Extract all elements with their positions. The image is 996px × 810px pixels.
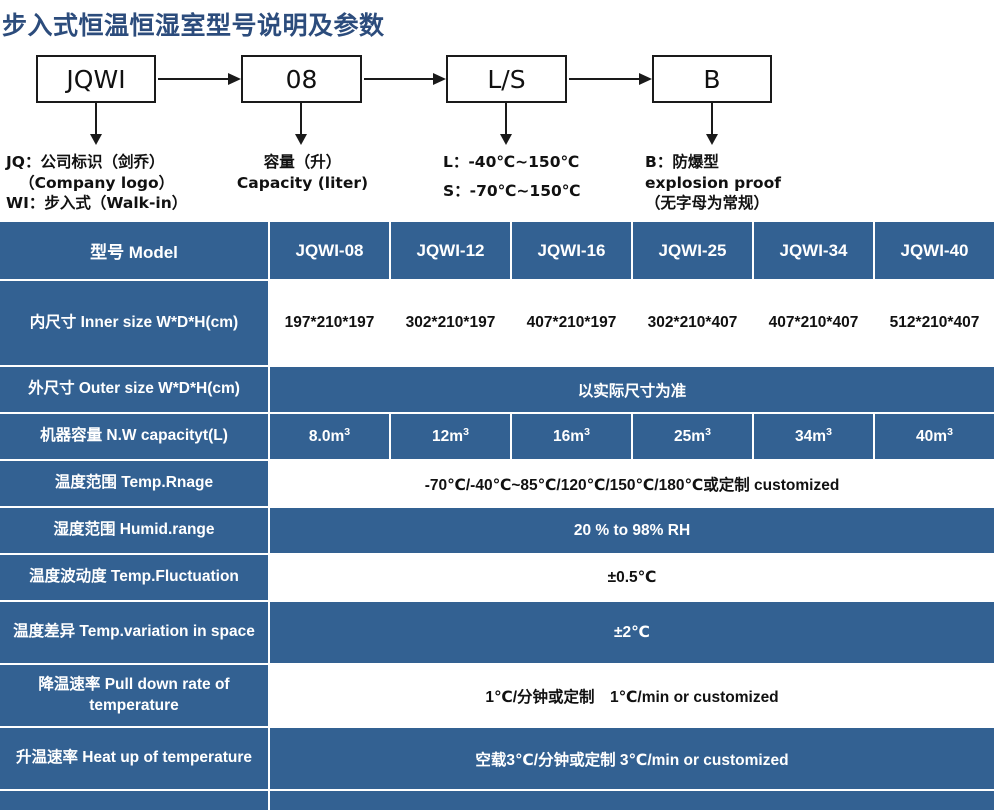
row-label: 温度差异 Temp.variation in space xyxy=(0,602,270,665)
caption-temp-type: L：-40℃~150℃ S：-70℃~150℃ xyxy=(443,152,581,201)
row-value-merged: 20 % to 98% RH xyxy=(270,508,996,555)
row-value-merged: ±0.5℃ xyxy=(270,555,996,602)
code-box-temp-type: L/S xyxy=(446,55,567,103)
caption-explosion: B：防爆型 explosion proof （无字母为常规） xyxy=(645,152,781,214)
table-row: 温度范围 Temp.Rnage-70℃/-40℃~85℃/120℃/150℃/1… xyxy=(0,461,996,508)
caption-explosion-line-2: explosion proof xyxy=(645,173,781,192)
superscript-3: 3 xyxy=(947,426,953,439)
code-box-explosion: B xyxy=(652,55,772,103)
arrow-right-1 xyxy=(158,73,241,85)
model-code-diagram: JQWI 08 L/S B JQ：公司标识（剑乔） （Company logo）… xyxy=(0,46,996,220)
code-box-explosion-label: B xyxy=(703,64,721,94)
row-value-cell: 302*210*197 xyxy=(391,281,512,367)
row-value-cell: 40m3 xyxy=(875,414,996,461)
table-row: 外尺寸 Outer size W*D*H(cm)以实际尺寸为准 xyxy=(0,367,996,414)
code-box-capacity-label: 08 xyxy=(285,64,318,94)
header-cell-model-3: JQWI-16 xyxy=(512,222,633,281)
row-value-cell: 25m3 xyxy=(633,414,754,461)
arrow-down-2 xyxy=(295,103,307,145)
arrow-down-4 xyxy=(706,103,718,145)
arrow-down-1 xyxy=(90,103,102,145)
caption-temp-type-line-2: S：-70℃~150℃ xyxy=(443,181,581,200)
row-value-cell: 16m3 xyxy=(512,414,633,461)
superscript-3: 3 xyxy=(463,426,469,439)
table-row: 温度波动度 Temp.Fluctuation±0.5℃ xyxy=(0,555,996,602)
arrow-down-3 xyxy=(500,103,512,145)
header-cell-model-2: JQWI-12 xyxy=(391,222,512,281)
caption-capacity-line-2: Capacity (liter) xyxy=(236,173,369,192)
row-label: 升温速率 Heat up of temperature xyxy=(0,728,270,791)
row-label: 温度波动度 Temp.Fluctuation xyxy=(0,555,270,602)
row-value-merged: 空载3℃/分钟或定制 3℃/min or customized xyxy=(270,728,996,791)
row-value-cell: 34m3 xyxy=(754,414,875,461)
row-label: 外尺寸 Outer size W*D*H(cm) xyxy=(0,367,270,414)
row-value-merged xyxy=(270,791,996,810)
row-value-merged: 1℃/分钟或定制 1℃/min or customized xyxy=(270,665,996,728)
caption-capacity-line-1: 容量（升） xyxy=(263,153,342,171)
arrow-right-2 xyxy=(364,73,446,85)
code-box-temp-type-label: L/S xyxy=(487,64,526,94)
code-box-capacity: 08 xyxy=(241,55,362,103)
caption-capacity: 容量（升） Capacity (liter) xyxy=(225,152,380,193)
row-label xyxy=(0,791,270,810)
arrow-right-3 xyxy=(569,73,652,85)
row-value-cell: 512*210*407 xyxy=(875,281,996,367)
superscript-3: 3 xyxy=(584,426,590,439)
code-box-jqwi: JQWI xyxy=(36,55,156,103)
header-cell-model-1: JQWI-08 xyxy=(270,222,391,281)
row-value-cell: 407*210*197 xyxy=(512,281,633,367)
row-value-merged: -70℃/-40℃~85℃/120℃/150℃/180℃或定制 customiz… xyxy=(270,461,996,508)
page-title: 步入式恒温恒湿室型号说明及参数 xyxy=(2,12,385,40)
row-label: 降温速率 Pull down rate of temperature xyxy=(0,665,270,728)
row-value-cell: 8.0m3 xyxy=(270,414,391,461)
caption-jqwi-line-2: （Company logo） xyxy=(19,173,175,192)
table-row xyxy=(0,791,996,810)
row-value-merged: 以实际尺寸为准 xyxy=(270,367,996,414)
row-label: 温度范围 Temp.Rnage xyxy=(0,461,270,508)
row-value-cell: 197*210*197 xyxy=(270,281,391,367)
row-value-merged: ±2℃ xyxy=(270,602,996,665)
row-label: 机器容量 N.W capacityt(L) xyxy=(0,414,270,461)
caption-explosion-line-1: B：防爆型 xyxy=(645,153,719,171)
header-cell-model-5: JQWI-34 xyxy=(754,222,875,281)
superscript-3: 3 xyxy=(344,426,351,439)
code-box-jqwi-label: JQWI xyxy=(66,64,126,94)
row-value-cell: 12m3 xyxy=(391,414,512,461)
caption-jqwi-line-3: WI：步入式（Walk-in） xyxy=(6,194,188,213)
header-cell-model-4: JQWI-25 xyxy=(633,222,754,281)
caption-temp-type-line-1: L：-40℃~150℃ xyxy=(443,153,580,171)
row-label: 湿度范围 Humid.range xyxy=(0,508,270,555)
superscript-3: 3 xyxy=(705,426,711,439)
header-cell-model: 型号 Model xyxy=(0,222,270,281)
superscript-3: 3 xyxy=(826,426,832,439)
caption-explosion-line-3: （无字母为常规） xyxy=(645,194,770,213)
row-label: 内尺寸 Inner size W*D*H(cm) xyxy=(0,281,270,367)
row-value-cell: 407*210*407 xyxy=(754,281,875,367)
row-value-cell: 302*210*407 xyxy=(633,281,754,367)
caption-jqwi-line-1: JQ：公司标识（剑乔） xyxy=(6,153,165,171)
caption-jqwi: JQ：公司标识（剑乔） （Company logo） WI：步入式（Walk-i… xyxy=(6,152,187,214)
table-row: 温度差异 Temp.variation in space±2℃ xyxy=(0,602,996,665)
header-cell-model-6: JQWI-40 xyxy=(875,222,996,281)
